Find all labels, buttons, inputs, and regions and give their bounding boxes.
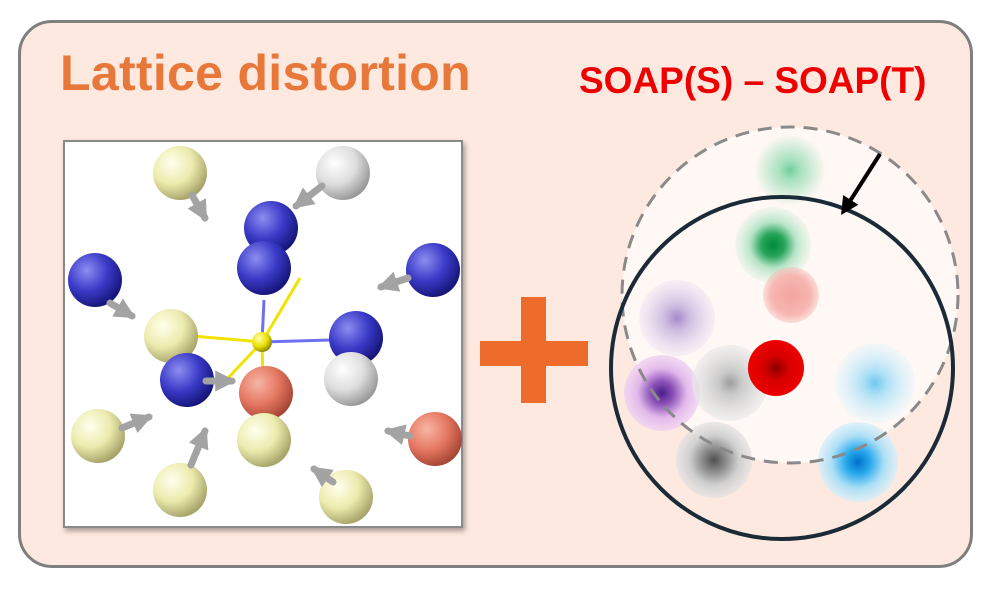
atom-yellow [153, 146, 207, 200]
blob-pink [763, 267, 819, 323]
arrow-icon [187, 191, 209, 222]
atom-blue [237, 241, 291, 295]
blob-purple [624, 355, 700, 431]
atom-group [68, 146, 462, 524]
blob-cyan-pale [835, 343, 915, 423]
arrow-icon [377, 271, 412, 292]
arrow-icon [383, 424, 414, 445]
soap-environment [609, 125, 960, 541]
arrow-icon [292, 182, 326, 210]
atom-blue [244, 201, 298, 255]
blob-lavender [639, 280, 715, 356]
title-lattice-distortion: Lattice distortion [60, 45, 471, 101]
blob-red [748, 340, 804, 396]
arrow-icon [106, 298, 136, 320]
atom-yellow [71, 409, 125, 463]
atom-blue [68, 253, 122, 307]
atom-yellow [144, 309, 198, 363]
atom-white [316, 146, 370, 200]
plus-icon [480, 297, 588, 403]
atom-white [324, 352, 378, 406]
reference-cutoff-circle [620, 125, 960, 465]
blob-green-pale [754, 134, 826, 206]
blob-green [735, 207, 811, 283]
atom-blue [160, 353, 214, 407]
shrink-arrow-icon [841, 152, 882, 216]
bond-to-left-yellow [191, 334, 263, 344]
atom-salmon [239, 366, 293, 420]
atom-yellow [237, 413, 291, 467]
atom-center [252, 332, 272, 352]
arrow-icon [310, 465, 337, 488]
atom-salmon [408, 412, 462, 466]
arrow-icon [118, 413, 153, 434]
arrow-icon [187, 427, 209, 469]
atom-blue [406, 243, 460, 297]
blob-grey-dark [676, 422, 752, 498]
bond-to-upper-right [260, 277, 302, 343]
formula-soap-difference: SOAP(S) – SOAP(T) [579, 60, 927, 101]
atom-blue [329, 311, 383, 365]
blob-cyan [818, 422, 898, 502]
bond-to-right-blue [261, 338, 331, 344]
distorted-cutoff-circle [609, 195, 955, 541]
displacement-arrows [106, 182, 414, 488]
atom-yellow [153, 463, 207, 517]
